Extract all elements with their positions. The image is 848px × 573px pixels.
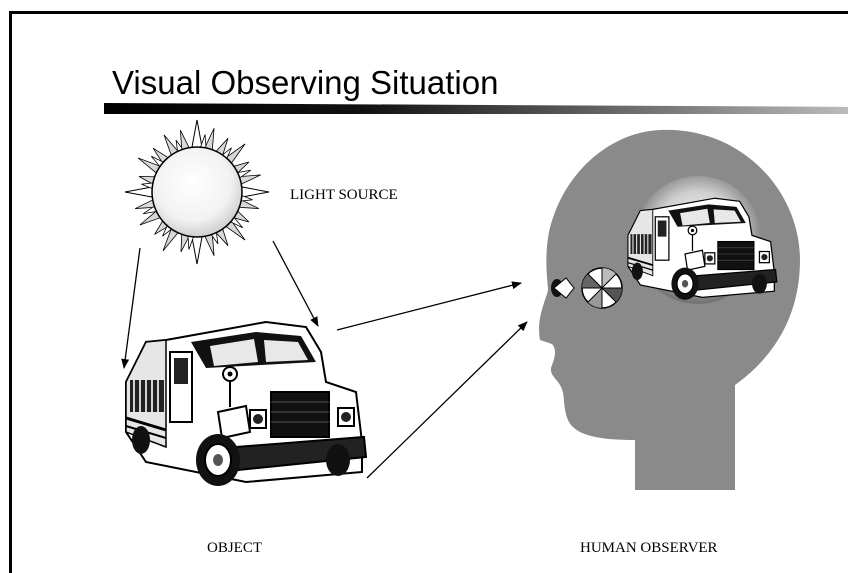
light-source-label: LIGHT SOURCE [290,187,398,203]
frame-left-border [9,11,12,573]
retinal-image-icon [627,176,778,304]
human-observer-label: HUMAN OBSERVER [580,540,718,556]
arrow-bus-to-eye-upper [336,281,522,331]
arrow-sun-to-bus-right [272,240,319,327]
arrow-sun-to-bus-left [121,247,141,369]
object-label: OBJECT [207,540,263,556]
school-bus-icon [124,320,368,488]
light-ray-arrows [121,240,528,479]
sun-icon [124,119,270,265]
lens-wheel-icon [581,267,623,309]
arrow-bus-to-eye-lower [366,321,528,479]
eye-icon [551,277,575,299]
slide-title: Visual Observing Situation [112,64,499,101]
frame-top-border [10,11,848,14]
title-underline-bar [104,103,848,114]
